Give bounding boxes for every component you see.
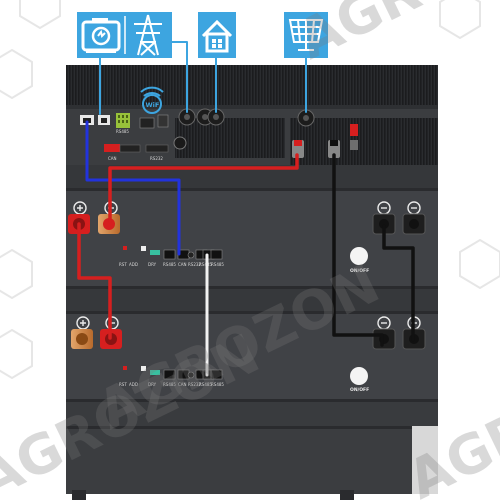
battery-2-label-can: CAN (178, 382, 187, 387)
battery-1-onoff-label: ON/OFF (350, 268, 369, 274)
solar-panel-icon (288, 19, 324, 51)
battery-2-label-dry: DRY (148, 382, 157, 387)
top-port-label-1: RS485 (116, 129, 129, 134)
cables (77, 41, 415, 377)
battery-cabinet (66, 65, 438, 500)
inverter-vent-mid (175, 118, 285, 158)
battery-1-link-out-port[interactable] (210, 249, 223, 260)
cabinet-base (66, 426, 412, 494)
breaker-switch[interactable] (350, 124, 358, 136)
hex-watermark-pattern (0, 0, 500, 380)
battery-2-label-link-in: RS485 (199, 382, 212, 387)
battery-2-port-labels: RST ADD DRY RS485 CAN RS232 RS485 RS485 (119, 382, 224, 387)
top-port-label-3: RS232 (150, 156, 163, 161)
battery-2-label-rs232: RS232 (188, 382, 201, 387)
battery-1-label-rst: RST (119, 262, 127, 267)
red-dc-cable-link (77, 222, 112, 340)
battery-1-port-labels: RST ADD DRY RS485 CAN RS232 RS485 RS485 (119, 262, 224, 267)
generator-icon (81, 18, 121, 53)
battery-2-positive-terminal[interactable] (71, 316, 93, 349)
battery-2-power-button[interactable] (350, 367, 368, 385)
battery-1-right-negative[interactable] (372, 201, 396, 235)
battery-2-label-link-out: RS485 (211, 382, 224, 387)
black-dc-cable-link (382, 224, 415, 342)
red-dc-cable-upper (108, 153, 299, 224)
rs232-port-a[interactable] (119, 144, 141, 153)
watermark-top: AGROZON (288, 0, 500, 72)
grid-leader-line (167, 41, 188, 113)
battery-1-power-button[interactable] (350, 247, 368, 265)
pv-terminal[interactable] (297, 109, 315, 127)
wifi-icon: WiFi (140, 86, 164, 114)
battery-2-link-out-port[interactable] (210, 369, 223, 380)
top-port-label-2: CAN (108, 156, 117, 161)
battery-1-label-rs232: RS232 (188, 262, 201, 267)
inverter-vent-right (290, 118, 438, 166)
battery-2-dry-contact[interactable] (150, 370, 160, 375)
battery-1-label-rs485: RS485 (163, 262, 176, 267)
battery-1-label-dry: DRY (148, 262, 157, 267)
usb-port[interactable] (139, 117, 155, 129)
battery-2-dip-switch[interactable] (141, 366, 146, 371)
rs232-port-b[interactable] (145, 144, 169, 153)
battery-1-right-terminal[interactable] (402, 201, 426, 235)
wifi-label: WiFi (146, 101, 162, 109)
battery-1-label-link-out: RS485 (211, 262, 224, 267)
icon-bar (77, 12, 328, 58)
battery-1-rs485-port[interactable] (163, 249, 176, 260)
battery-1-dry-contact[interactable] (150, 250, 160, 255)
battery-2-label-add: ADD (129, 382, 138, 387)
battery-2-label-rs485: RS485 (163, 382, 176, 387)
inverter-vent-top (66, 65, 438, 105)
black-dc-cable (332, 153, 384, 347)
dry-contact-red (104, 144, 120, 152)
battery-1-label-can: CAN (178, 262, 187, 267)
battery-1-label-add: ADD (129, 262, 138, 267)
battery-module-1 (66, 188, 438, 288)
battery-module-2 (66, 311, 438, 401)
battery-1-dip-switch[interactable] (141, 246, 146, 251)
battery-2-label-rst: RST (119, 382, 127, 387)
round-connector[interactable] (173, 136, 187, 150)
inverter-port-panel (80, 108, 358, 158)
battery-2-onoff-label: ON/OFF (350, 387, 369, 393)
house-icon (201, 19, 233, 53)
power-tower-icon (134, 14, 162, 56)
switch-port[interactable] (157, 114, 169, 128)
ac-terminal-generator[interactable] (178, 108, 196, 126)
blue-comm-cable (85, 120, 181, 256)
battery-2-rs485-port[interactable] (163, 369, 176, 380)
